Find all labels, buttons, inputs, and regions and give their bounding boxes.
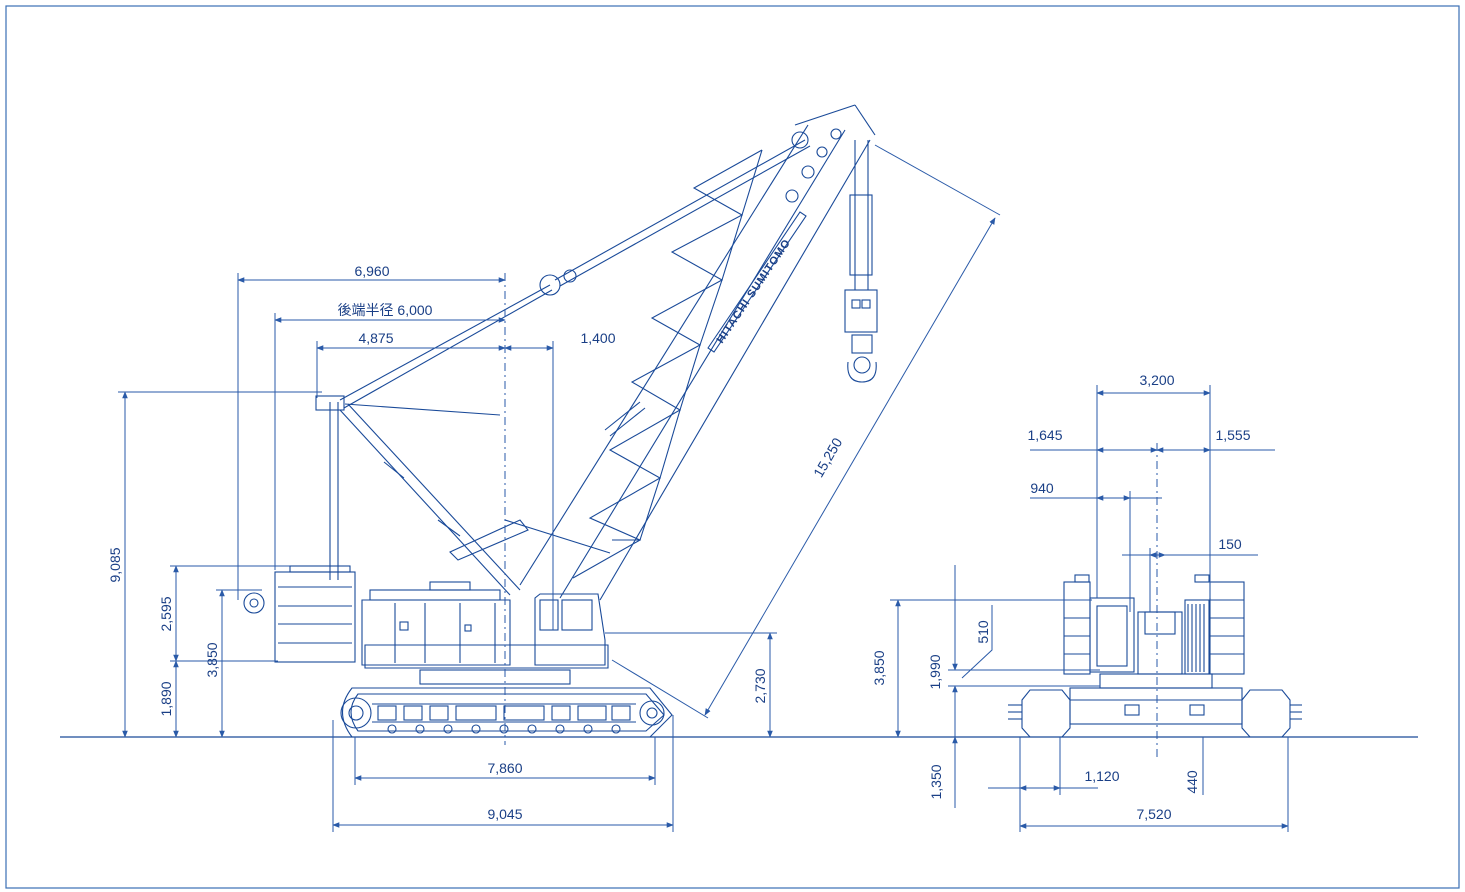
dim-3850-front: 3,850: [871, 650, 887, 685]
front-view: [1008, 574, 1302, 738]
dim-1400: 1,400: [580, 330, 615, 346]
crawler-track-side: [340, 687, 673, 738]
page-border: [5, 5, 1460, 889]
dim-tail-radius: 後端半径 6,000: [338, 302, 433, 318]
dim-1890: 1,890: [158, 681, 174, 716]
dim-510: 510: [975, 620, 991, 644]
hook-block: [844, 140, 878, 383]
dim-940: 940: [1030, 480, 1054, 496]
dim-6960: 6,960: [354, 263, 389, 279]
right-counterweight-front: [1209, 581, 1245, 675]
dim-9085: 9,085: [107, 547, 123, 582]
dim-1555: 1,555: [1215, 427, 1250, 443]
dim-7520: 7,520: [1136, 806, 1171, 822]
dim-3200: 3,200: [1139, 372, 1174, 388]
side-view: HITACHI SUMITOMO: [243, 104, 878, 738]
dim-15250: 15,250: [810, 435, 845, 480]
dim-1990: 1,990: [927, 654, 943, 689]
dim-3850-side: 3,850: [204, 642, 220, 677]
pendant-ropes: [339, 131, 811, 554]
upper-structure: [243, 565, 609, 685]
dim-440: 440: [1184, 770, 1200, 794]
operator-cab: [534, 593, 606, 666]
dim-1350: 1,350: [928, 764, 944, 799]
counterweight-side: [274, 571, 356, 663]
right-crawler-front: [1241, 689, 1291, 738]
dim-150: 150: [1218, 536, 1242, 552]
dim-2730: 2,730: [752, 668, 768, 703]
dim-2595: 2,595: [158, 596, 174, 631]
left-counterweight-front: [1063, 581, 1091, 675]
dim-1120: 1,120: [1084, 768, 1119, 784]
side-view-dimensions: [118, 144, 1001, 832]
left-crawler-front: [1021, 689, 1071, 738]
front-view-dimensions: [890, 385, 1289, 832]
dim-1645: 1,645: [1027, 427, 1062, 443]
dim-9045: 9,045: [487, 806, 522, 822]
dim-7860: 7,860: [487, 760, 522, 776]
dim-4875: 4,875: [358, 330, 393, 346]
gantry-mast: [315, 395, 529, 596]
lattice-boom: HITACHI SUMITOMO: [519, 104, 876, 601]
